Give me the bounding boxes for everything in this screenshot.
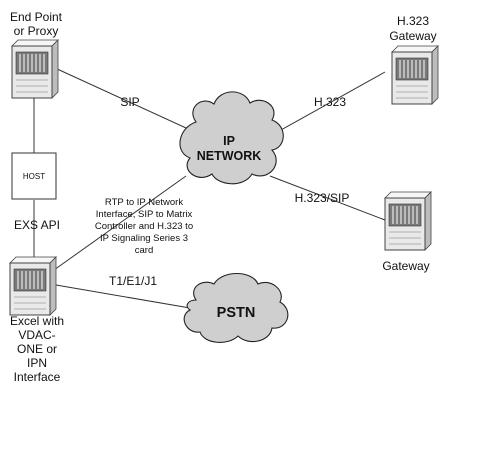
ip-network-cloud: IP NETWORK <box>179 91 284 185</box>
network-cloud-icon <box>183 272 289 343</box>
h323-sip-label: H.323/SIP <box>295 191 350 205</box>
ip-network-label-line1: IP <box>223 134 235 148</box>
endpoint-node: End Point or Proxy <box>10 10 63 99</box>
rack-server-icon <box>391 45 439 105</box>
link-excel-ip <box>53 175 187 271</box>
connection-lines <box>33 67 386 309</box>
host-box <box>11 152 57 200</box>
excel-node: Excel with VDAC- ONE or IPN Interface <box>9 256 64 384</box>
sip-label: SIP <box>120 95 139 109</box>
rtp-note-line1: RTP to IP Network <box>105 197 183 208</box>
rtp-note-line5: card <box>135 245 153 256</box>
rack-server-icon <box>9 256 57 316</box>
link-ip-h323-gateway <box>271 71 386 136</box>
t1e1j1-label: T1/E1/J1 <box>109 274 157 288</box>
pstn-cloud: PSTN <box>183 272 289 343</box>
excel-label-line1: Excel with <box>10 314 64 328</box>
excel-label-line3: ONE or <box>17 342 57 356</box>
h323-gateway-node: H.323 Gateway <box>389 14 439 105</box>
link-labels: SIP H.323 H.323/SIP EXS API T1/E1/J1 <box>14 95 349 288</box>
gateway-label: Gateway <box>382 259 429 273</box>
excel-label-line5: Interface <box>14 370 61 384</box>
gateway-node: Gateway <box>382 191 432 273</box>
excel-label-line4: IPN <box>27 356 47 370</box>
link-ip-gateway <box>269 175 386 221</box>
link-excel-pstn <box>55 284 191 309</box>
rack-server-icon <box>384 191 432 251</box>
network-cloud-icon <box>179 91 284 185</box>
rtp-note-line3: Controller and H.323 to <box>95 221 193 232</box>
link-endpoint-ip <box>54 67 187 129</box>
host-label: HOST <box>23 172 45 181</box>
h323-gateway-label-line1: H.323 <box>397 14 429 28</box>
ip-network-label-line2: NETWORK <box>197 149 262 163</box>
h323-gateway-label-line2: Gateway <box>389 29 436 43</box>
rtp-note-line4: IP Signaling Series 3 <box>100 233 188 244</box>
h323-label: H.323 <box>314 95 346 109</box>
excel-label-line2: VDAC- <box>18 328 55 342</box>
rtp-note: RTP to IP Network Interface, SIP to Matr… <box>95 197 193 256</box>
endpoint-label-line1: End Point <box>10 10 63 24</box>
endpoint-label-line2: or Proxy <box>14 24 59 38</box>
host-node: HOST <box>11 152 57 200</box>
rtp-note-line2: Interface, SIP to Matrix <box>96 209 193 220</box>
exs-api-label: EXS API <box>14 218 60 232</box>
rack-server-icon <box>11 39 59 99</box>
pstn-label: PSTN <box>217 305 256 321</box>
